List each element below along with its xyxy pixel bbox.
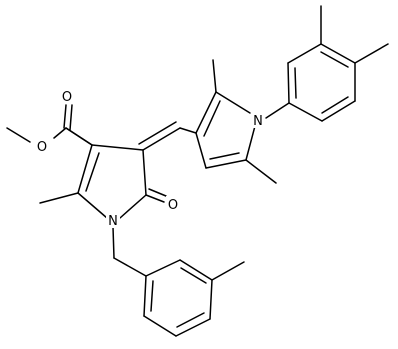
bond-ester-to-ring (65, 127, 93, 146)
bond-tol-4 (175, 318, 211, 337)
atom-label-ester-carbonyl-o: O (62, 90, 72, 105)
bond-tol-2-inner (180, 267, 207, 284)
atom-labels: O O O N N (35, 88, 265, 229)
bond-methylidene-pyrrole (179, 127, 197, 134)
atom-label-lactam-o: O (168, 198, 178, 213)
bond-py-c4-c3 (195, 132, 207, 169)
bond-ar-2 (287, 43, 322, 64)
bond-tol-6-inner (150, 280, 154, 312)
bond-c4-methylidene-2 (138, 121, 177, 145)
bond-ar-6 (288, 102, 323, 122)
bond-ar-1 (287, 62, 290, 104)
bond-c4-methylidene-1 (142, 127, 181, 151)
bond-ar-3 (320, 43, 356, 64)
bond-c5-n1 (119, 194, 147, 219)
bond-methoxy-o (53, 127, 67, 139)
bond-c3-c2-double (85, 152, 100, 192)
bond-c2-methyl (39, 192, 79, 204)
bond-tol-1 (145, 259, 181, 277)
atom-label-pyrrolinone-n: N (108, 214, 118, 229)
bond-ar-5 (321, 100, 356, 122)
bond-py-c2-methyl (212, 59, 217, 93)
bond-c2-n1 (77, 192, 108, 219)
bond-ester-carbonyl-2 (69, 104, 73, 131)
bond-n-aryl (265, 102, 290, 119)
bond-c5-o-1 (145, 194, 165, 203)
bond-ar-5-inner (321, 96, 349, 114)
bond-ar-3-inner (320, 51, 349, 68)
bond-lines (6, 5, 389, 337)
atom-label-pyrrole-n: N (253, 114, 263, 129)
bond-ar-1-inner (294, 67, 297, 99)
bond-ch2-aryl (113, 257, 147, 277)
bond-tol-6 (143, 275, 147, 317)
atom-label-ester-ether-o: O (37, 140, 47, 155)
bond-n1-ch2 (112, 226, 115, 259)
bond-ester-carbonyl-1 (63, 104, 67, 129)
bond-py-c3-c2-inner (203, 100, 221, 137)
bond-c3-c2 (77, 144, 93, 194)
bond-py-n-c5 (245, 125, 256, 161)
bond-py-c5-c4 (205, 159, 247, 169)
bond-tol-2 (179, 259, 213, 281)
bond-py-c5-c4-inner (209, 152, 240, 160)
bond-tol-methyl (211, 261, 245, 281)
bond-c5-o-2 (148, 188, 167, 197)
bond-tol-4-inner (176, 312, 205, 328)
bond-methoxy-methyl (6, 127, 31, 143)
bond-c3-c4 (91, 144, 144, 151)
bond-py-c3-c2 (195, 91, 217, 134)
bond-py-c5-methyl (245, 159, 277, 184)
bond-tol-5 (143, 315, 177, 337)
bond-c4-c5 (142, 149, 147, 196)
bond-ar-methyl-4 (354, 43, 389, 64)
bond-py-c2-n (215, 91, 251, 114)
bond-tol-3 (209, 279, 213, 320)
